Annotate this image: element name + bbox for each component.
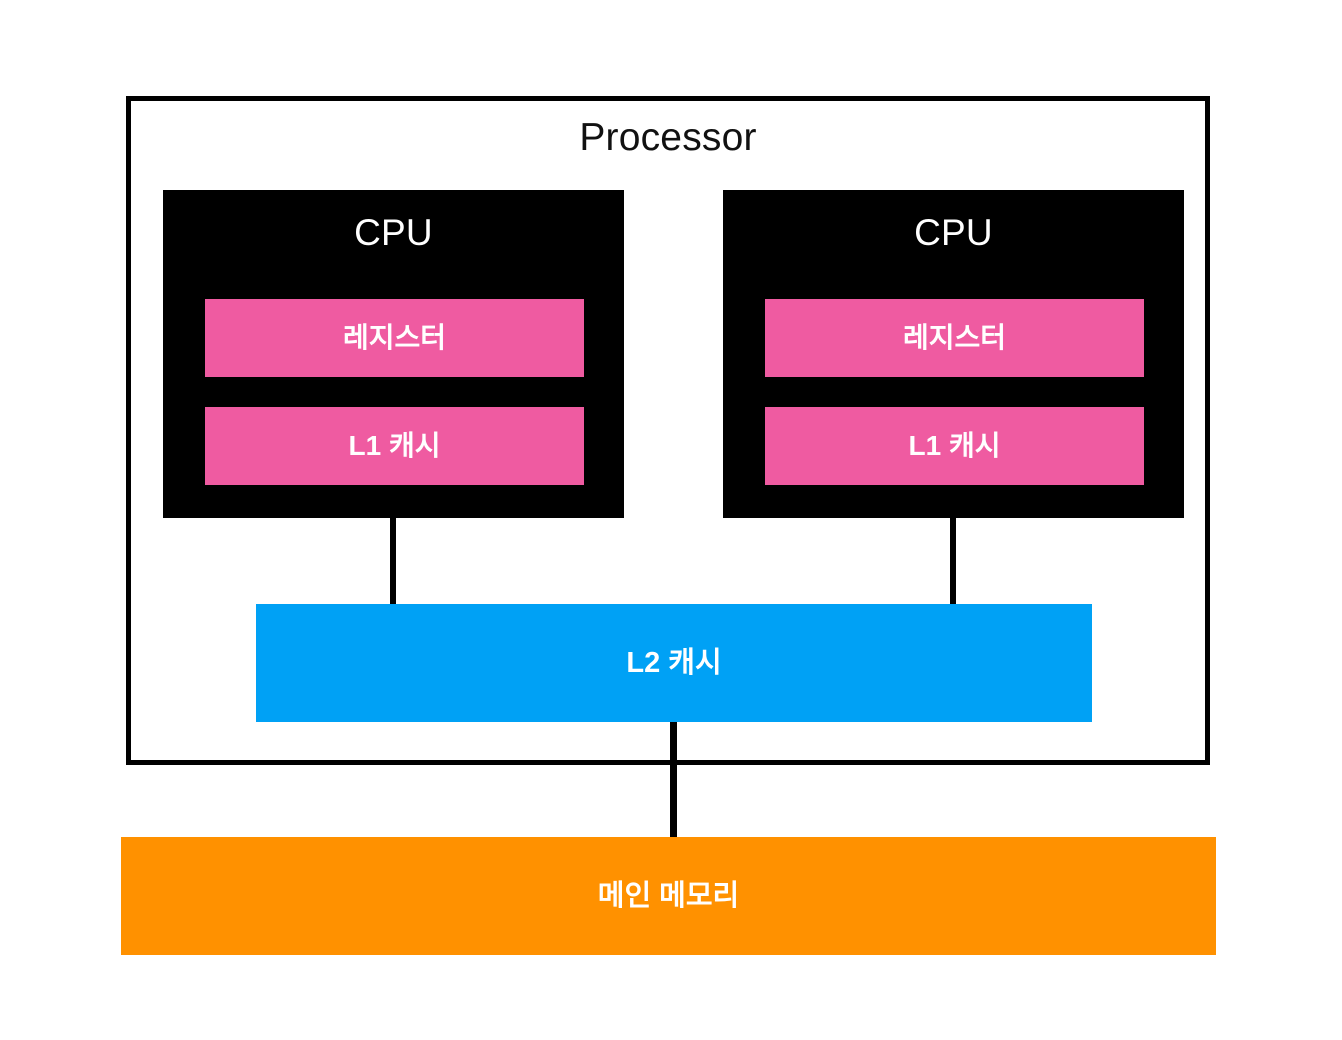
connector-cpu-right-to-l2 bbox=[950, 518, 956, 606]
l1-cache-block-right: L1 캐시 bbox=[765, 407, 1144, 485]
processor-title: Processor bbox=[579, 116, 757, 159]
register-block-right: 레지스터 bbox=[765, 299, 1144, 377]
l1-cache-label-left: L1 캐시 bbox=[348, 430, 441, 461]
connector-l2-to-main-memory bbox=[670, 722, 677, 839]
main-memory-label: 메인 메모리 bbox=[597, 879, 740, 912]
l1-cache-label-right: L1 캐시 bbox=[908, 430, 1001, 461]
register-block-left: 레지스터 bbox=[205, 299, 584, 377]
register-label-left: 레지스터 bbox=[342, 322, 447, 353]
connector-cpu-left-to-l2 bbox=[390, 518, 396, 606]
l2-cache-label: L2 캐시 bbox=[626, 646, 722, 679]
cpu-block-right: CPU 레지스터 L1 캐시 bbox=[723, 190, 1184, 518]
cpu-block-left: CPU 레지스터 L1 캐시 bbox=[163, 190, 624, 518]
cpu-label-left: CPU bbox=[354, 212, 433, 253]
l2-cache-block: L2 캐시 bbox=[256, 604, 1092, 722]
cpu-label-right: CPU bbox=[914, 212, 993, 253]
l1-cache-block-left: L1 캐시 bbox=[205, 407, 584, 485]
register-label-right: 레지스터 bbox=[902, 322, 1007, 353]
processor-frame: Processor bbox=[126, 96, 1210, 765]
main-memory-block: 메인 메모리 bbox=[121, 837, 1216, 955]
